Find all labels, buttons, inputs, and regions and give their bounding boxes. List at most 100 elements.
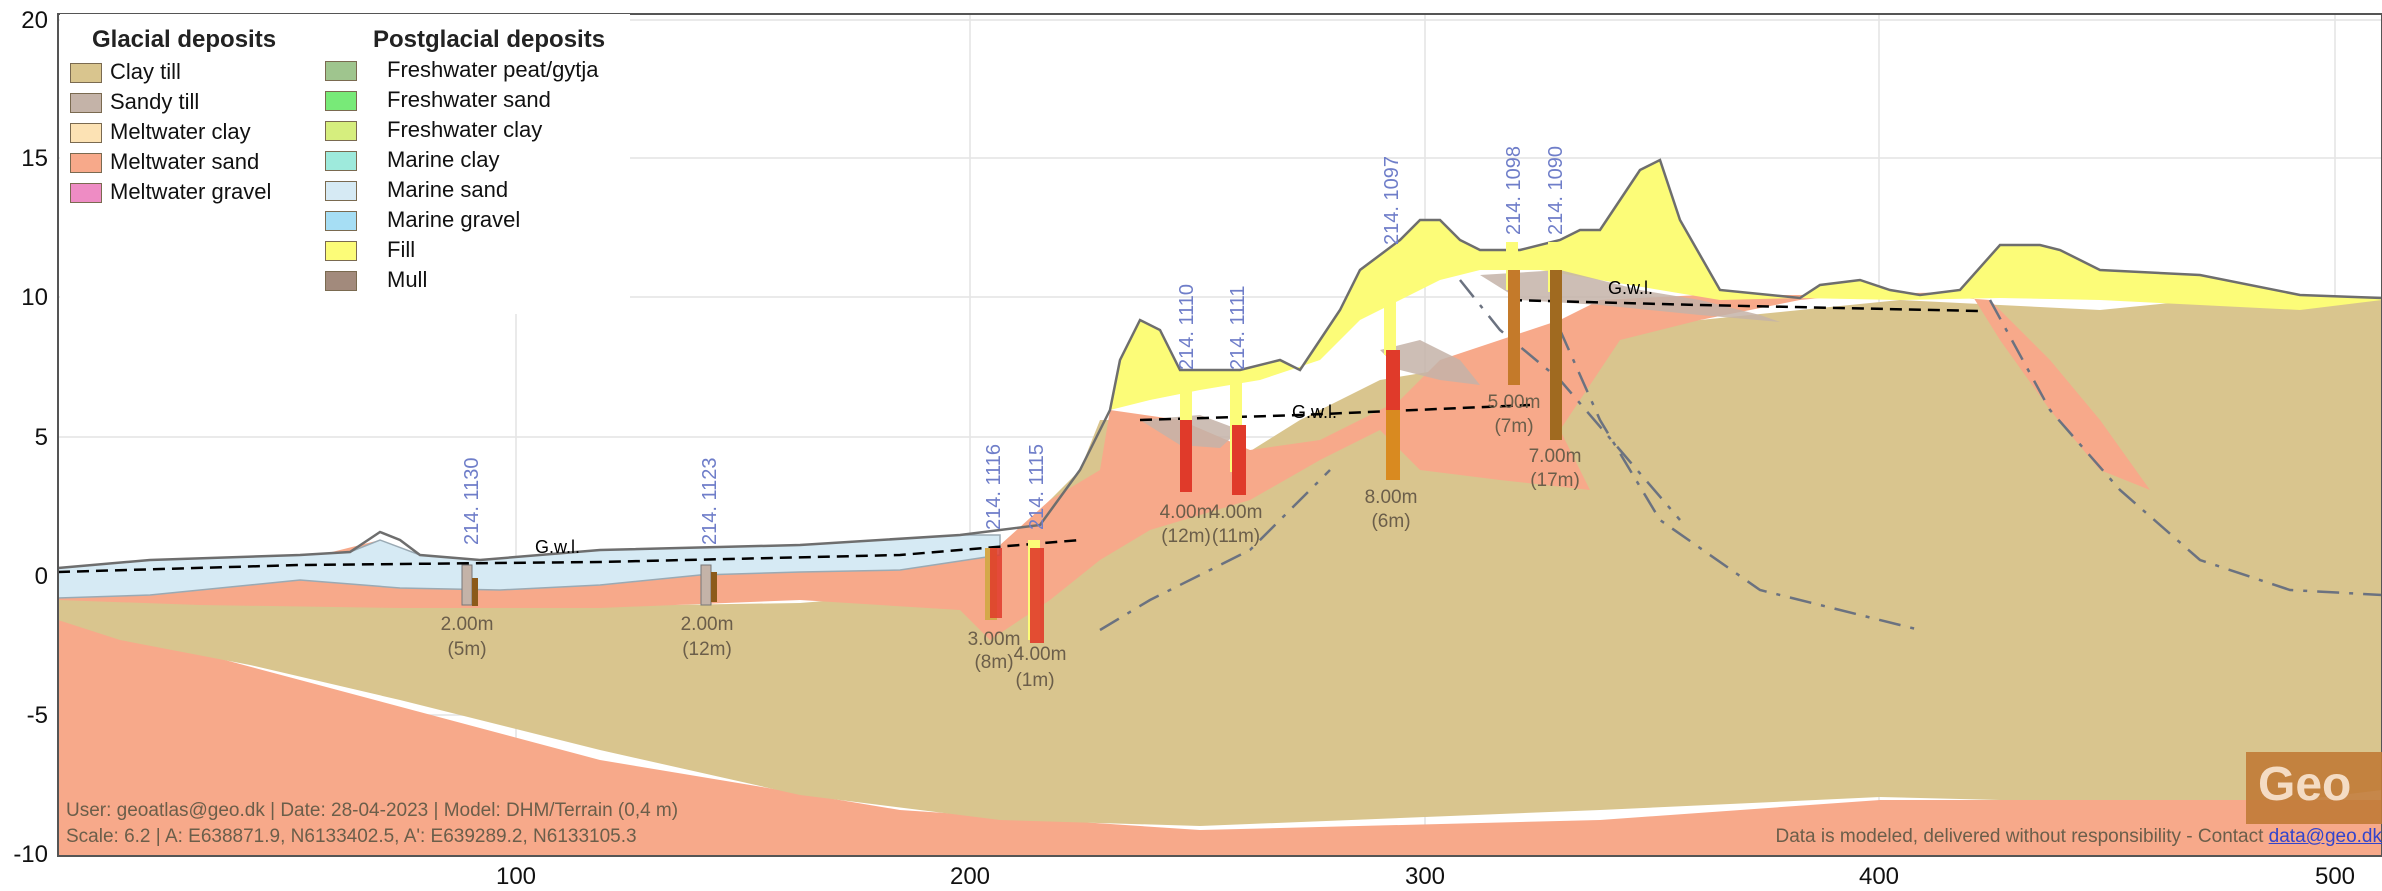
legend-label: Freshwater peat/gytja xyxy=(387,57,599,82)
borehole-extra: (6m) xyxy=(1371,511,1410,532)
x-tick-label: 100 xyxy=(496,863,536,890)
legend-swatch xyxy=(70,183,102,203)
marine-sand-layer xyxy=(57,534,1001,599)
legend-label: Sandy till xyxy=(110,89,200,114)
borehole-extra: (12m) xyxy=(682,639,732,660)
x-tick-label: 200 xyxy=(950,863,990,890)
borehole-id: 214. 1098 xyxy=(1503,146,1525,235)
meltwater-sand-layer xyxy=(58,292,2150,640)
gwl-label: G.w.l. xyxy=(1608,278,1653,298)
footer-user-line: User: geoatlas@geo.dk | Date: 28-04-2023… xyxy=(66,800,679,821)
legend-swatch xyxy=(325,181,357,201)
y-tick-label: -10 xyxy=(13,841,48,868)
legend-glacial-title: Glacial deposits xyxy=(92,26,277,53)
legend-label: Marine sand xyxy=(387,177,509,202)
boreholes xyxy=(461,242,1562,643)
legend-item: Meltwater clay xyxy=(70,118,276,148)
footer-scale-line: Scale: 6.2 | A: E638871.9, N6133402.5, A… xyxy=(66,826,637,847)
legend-swatch xyxy=(70,123,102,143)
legend-label: Freshwater clay xyxy=(387,117,543,142)
borehole-extra: (11m) xyxy=(1212,526,1260,547)
borehole-id-labels: 214. 1130 214. 1123 214. 1116 214. 1115 … xyxy=(461,146,1567,545)
borehole-depth: 4.00m xyxy=(1210,502,1263,523)
y-tick-label: 10 xyxy=(21,284,48,311)
borehole-id: 214. 1116 xyxy=(983,444,1005,530)
borehole-id: 214. 1130 xyxy=(461,458,483,546)
gwl-labels: G.w.l. G.w.l. G.w.l. xyxy=(535,278,1653,557)
borehole-id: 214. 1111 xyxy=(1227,285,1249,370)
borehole-id: 214. 1115 xyxy=(1026,444,1048,530)
geo-logo: Geo xyxy=(2246,752,2382,824)
footer-contact-link[interactable]: data@geo.dk xyxy=(2268,826,2382,847)
legend-label: Meltwater gravel xyxy=(110,179,272,204)
legend-swatch xyxy=(325,211,357,231)
legend-item: Fill xyxy=(325,236,605,266)
borehole-id: 214. 1097 xyxy=(1381,156,1403,245)
legend-label: Freshwater sand xyxy=(387,87,551,112)
borehole-depth: 3.00m xyxy=(968,629,1021,650)
legend-item: Freshwater sand xyxy=(325,86,605,116)
legend-swatch xyxy=(325,241,357,261)
legend-item: Freshwater clay xyxy=(325,116,605,146)
gwl-label: G.w.l. xyxy=(535,537,580,557)
borehole-extra: (1m) xyxy=(1015,670,1054,691)
borehole-extra: (7m) xyxy=(1494,416,1533,437)
legend-swatch xyxy=(325,151,357,171)
y-tick-label: 15 xyxy=(21,145,48,172)
legend-swatch xyxy=(70,63,102,83)
legend-item: Mull xyxy=(325,266,605,296)
footer-disclaimer-text: Data is modeled, delivered without respo… xyxy=(1775,826,2269,847)
legend-swatch xyxy=(325,121,357,141)
borehole-extra: (5m) xyxy=(447,639,486,660)
x-tick-label: 500 xyxy=(2315,863,2355,890)
borehole-extra: (12m) xyxy=(1161,526,1211,547)
legend-postglacial: Postglacial deposits Freshwater peat/gyt… xyxy=(325,26,605,296)
legend-item: Marine sand xyxy=(325,176,605,206)
clay-till-layer xyxy=(58,298,2382,826)
borehole-id: 214. 1090 xyxy=(1545,146,1567,235)
borehole-depth: 8.00m xyxy=(1365,487,1418,508)
legend-item: Freshwater peat/gytja xyxy=(325,56,605,86)
plot-frame xyxy=(57,13,2382,857)
borehole-depth: 4.00m xyxy=(1014,644,1067,665)
legend-item: Meltwater gravel xyxy=(70,178,276,208)
legend-label: Fill xyxy=(387,237,416,262)
borehole-extra: (8m) xyxy=(974,652,1013,673)
legend-label: Mull xyxy=(387,267,428,292)
borehole-id: 214. 1123 xyxy=(699,458,721,546)
legend-item: Marine clay xyxy=(325,146,605,176)
y-axis: 20 15 10 5 0 -5 -10 xyxy=(13,7,48,868)
legend-swatch xyxy=(70,153,102,173)
gwl-label: G.w.l. xyxy=(1292,402,1337,422)
borehole-depth: 2.00m xyxy=(681,614,734,635)
legend-label: Meltwater sand xyxy=(110,149,260,174)
y-tick-label: 20 xyxy=(21,7,48,34)
borehole-id: 214. 1110 xyxy=(1176,284,1198,370)
y-tick-label: 0 xyxy=(35,563,48,590)
borehole-depth: 4.00m xyxy=(1160,502,1213,523)
legend-item: Meltwater sand xyxy=(70,148,276,178)
footer-disclaimer: Data is modeled, delivered without respo… xyxy=(1775,826,2382,848)
borehole-depth: 2.00m xyxy=(441,614,494,635)
x-axis: 100 200 300 400 500 xyxy=(496,863,2355,890)
legend-item: Clay till xyxy=(70,58,276,88)
legend-swatch xyxy=(70,93,102,113)
legend-label: Meltwater clay xyxy=(110,119,251,144)
legend-item: Marine gravel xyxy=(325,206,605,236)
deep-meltwater-sand-layer xyxy=(58,580,2382,856)
geo-logo-text: Geo xyxy=(2258,758,2351,811)
legend-swatch xyxy=(325,271,357,291)
borehole-depth-labels: 2.00m (5m) 2.00m (12m) 3.00m (8m) 4.00m … xyxy=(441,392,1582,691)
borehole-extra: (17m) xyxy=(1530,470,1580,491)
legend-label: Clay till xyxy=(110,59,181,84)
legend-swatch xyxy=(325,91,357,111)
x-tick-label: 300 xyxy=(1405,863,1445,890)
x-tick-label: 400 xyxy=(1859,863,1899,890)
legend-item: Sandy till xyxy=(70,88,276,118)
y-tick-label: 5 xyxy=(35,424,48,451)
fill-layer xyxy=(1110,160,2382,410)
sandy-till-lens xyxy=(1380,340,1480,385)
